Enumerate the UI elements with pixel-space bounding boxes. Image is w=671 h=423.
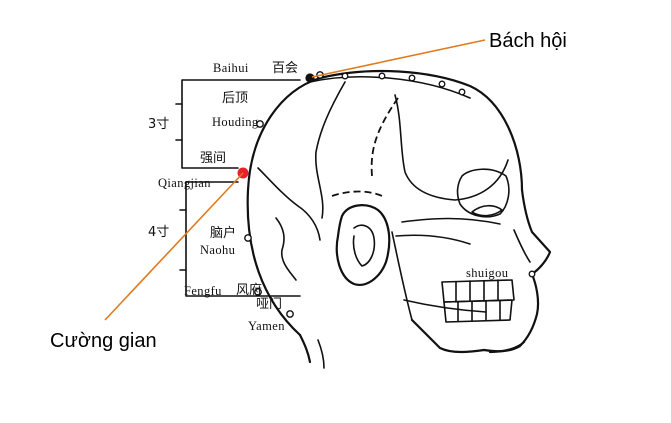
houding-chinese: 后顶 xyxy=(222,91,248,106)
point-marker xyxy=(438,80,446,88)
fengfu-pinyin: Fengfu xyxy=(184,284,222,298)
annotation-bach-hoi: Bách hội xyxy=(489,30,567,52)
annotation-cuong-gian: Cường gian xyxy=(50,330,157,352)
bach-hoi-leader xyxy=(311,39,486,78)
skull-details xyxy=(257,76,531,369)
qiangjian-chinese: 强间 xyxy=(200,151,226,166)
point-marker xyxy=(341,72,349,80)
yamen-pinyin: Yamen xyxy=(248,319,285,333)
naohu-pinyin: Naohu xyxy=(200,243,236,257)
baihui-point xyxy=(305,73,315,83)
fengfu-marker xyxy=(254,288,262,296)
houding-pinyin: Houding xyxy=(212,115,259,129)
qiangjian-pinyin: Qiangjian xyxy=(158,176,211,190)
measure-lower: 4寸 xyxy=(148,225,169,240)
measure-bracket xyxy=(175,79,301,297)
naohu-chinese: 脑户 xyxy=(210,225,236,241)
houding-marker xyxy=(256,120,264,128)
point-marker xyxy=(458,88,466,96)
fengfu-chinese: 风府 xyxy=(236,283,262,298)
point-marker xyxy=(378,72,386,80)
measure-upper: 3寸 xyxy=(148,117,169,132)
cuong-gian-leader xyxy=(104,172,244,321)
point-marker xyxy=(408,74,416,82)
teeth xyxy=(441,279,515,323)
baihui-pinyin: Baihui xyxy=(213,61,249,75)
naohu-marker xyxy=(244,234,252,242)
shuigou-pinyin: shuigou xyxy=(466,266,509,280)
baihui-chinese: 百会 xyxy=(272,61,298,76)
yamen-chinese: 哑门 xyxy=(256,297,282,312)
yamen-marker xyxy=(286,310,294,318)
shuigou-marker xyxy=(528,270,536,278)
